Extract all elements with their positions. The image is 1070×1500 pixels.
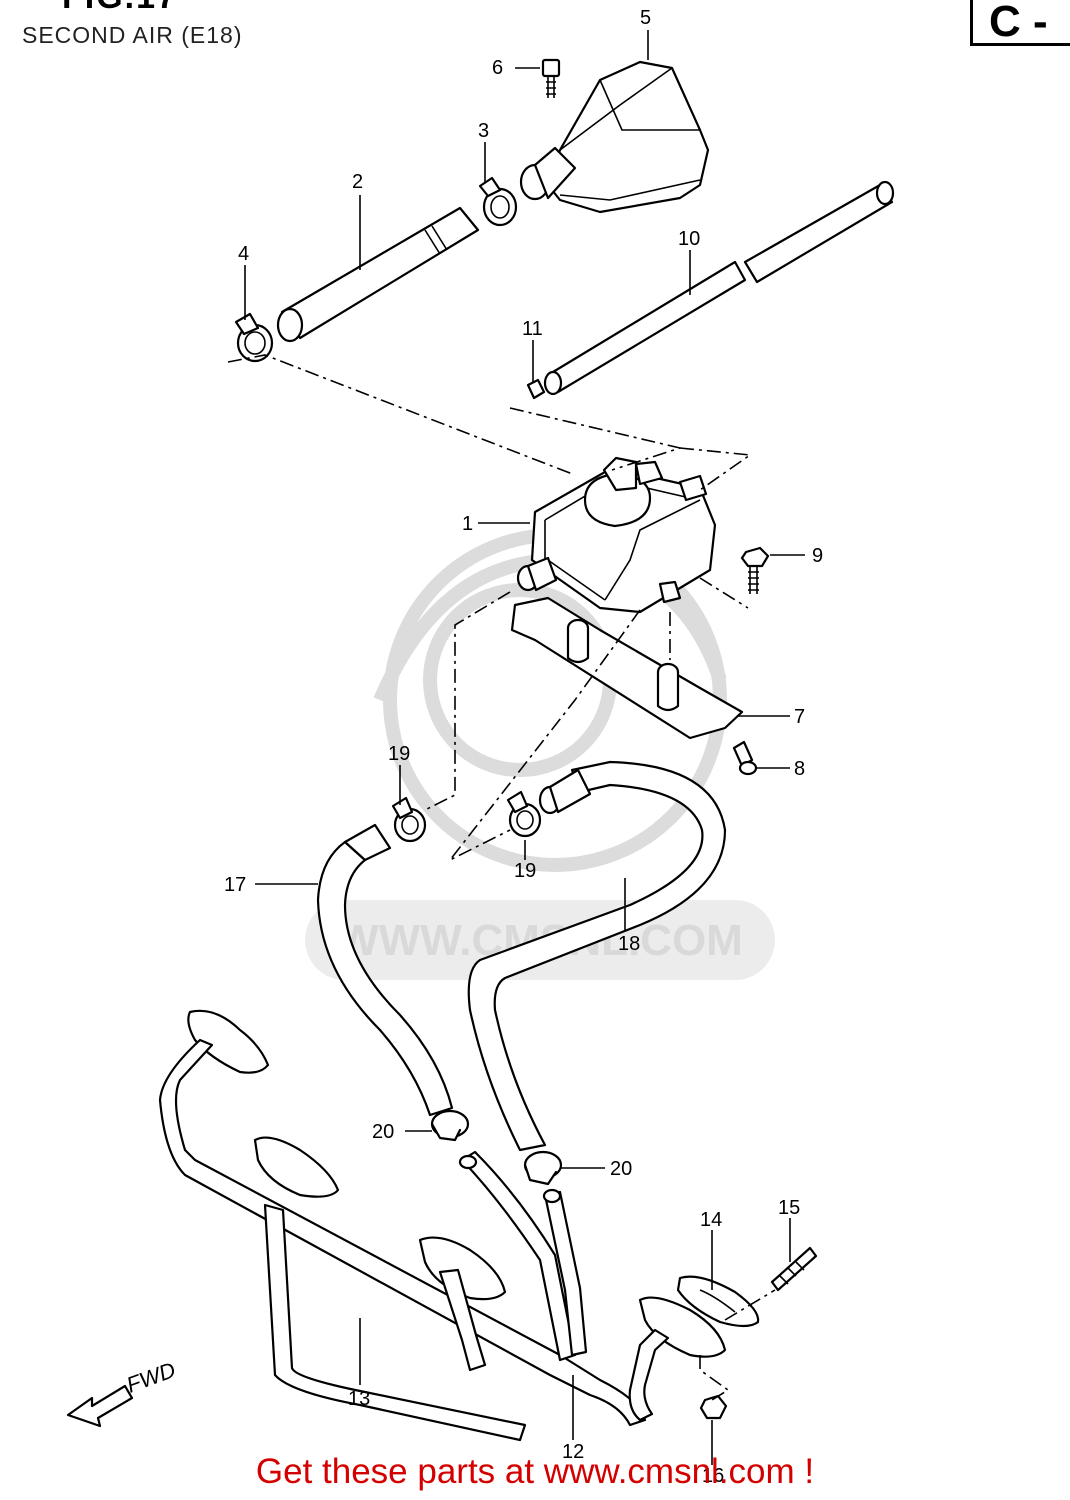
- callout-20-left: 20: [372, 1121, 394, 1143]
- callout-8: 8: [794, 758, 805, 780]
- part-19-clamp-right: [506, 790, 542, 838]
- fwd-label: FWD: [123, 1357, 179, 1398]
- part-13-pipe-assembly: [158, 1009, 727, 1442]
- leader-lines: [244, 30, 805, 1465]
- callout-5: 5: [640, 7, 651, 29]
- diagram-subtitle: SECOND AIR (E18): [22, 22, 243, 48]
- part-18-hose: [467, 760, 727, 1152]
- callout-numbers: 5 6 3 2 4 10 11 1 9 7 8 19 19 17 18 20 2…: [224, 7, 823, 1487]
- part-1-valve-assembly: [516, 456, 717, 614]
- callout-13: 13: [348, 1388, 370, 1410]
- section-code-box: C -: [970, 0, 1070, 46]
- part-4-clamp: [234, 312, 274, 363]
- callout-15: 15: [778, 1197, 800, 1219]
- callout-12: 12: [562, 1441, 584, 1463]
- part-10-hose: [543, 180, 895, 396]
- fwd-arrow-icon: FWD: [66, 1357, 179, 1428]
- part-11-clip: [526, 378, 546, 400]
- callout-18: 18: [618, 933, 640, 955]
- part-14-gasket: [676, 1275, 760, 1328]
- part-7-bracket: [510, 596, 744, 740]
- part-20-clamp-left: [430, 1109, 470, 1142]
- callout-3: 3: [478, 120, 489, 142]
- callout-16: 16: [702, 1465, 724, 1487]
- callout-6: 6: [492, 57, 503, 79]
- part-2-hose: [276, 206, 480, 343]
- callout-9: 9: [812, 545, 823, 567]
- part-20-clamp-right: [523, 1150, 563, 1186]
- callout-19-right: 19: [514, 860, 536, 882]
- part-15-stud: [770, 1246, 818, 1292]
- callout-17: 17: [224, 874, 246, 896]
- part-5-air-cleaner: [519, 60, 710, 214]
- callout-20-right: 20: [610, 1158, 632, 1180]
- callout-19-left: 19: [388, 743, 410, 765]
- figure-label: FIG.17: [62, 0, 178, 17]
- assembly-lines: [227, 354, 776, 1401]
- part-8-screw: [732, 740, 758, 776]
- part-3-clamp: [478, 176, 518, 227]
- part-17-hose: [316, 823, 454, 1117]
- part-9-bolt: [740, 546, 770, 594]
- callout-4: 4: [238, 243, 249, 265]
- callout-11: 11: [522, 318, 543, 340]
- callout-2: 2: [352, 171, 363, 193]
- part-6-bolt: [541, 58, 561, 98]
- callout-7: 7: [794, 706, 805, 728]
- footer-link-text[interactable]: Get these parts at www.cmsnl.com !: [255, 1452, 815, 1491]
- callout-10: 10: [678, 228, 700, 250]
- callout-1: 1: [462, 513, 473, 535]
- part-19-clamp-left: [391, 796, 427, 843]
- section-code: C -: [989, 0, 1048, 46]
- callout-14: 14: [700, 1209, 722, 1231]
